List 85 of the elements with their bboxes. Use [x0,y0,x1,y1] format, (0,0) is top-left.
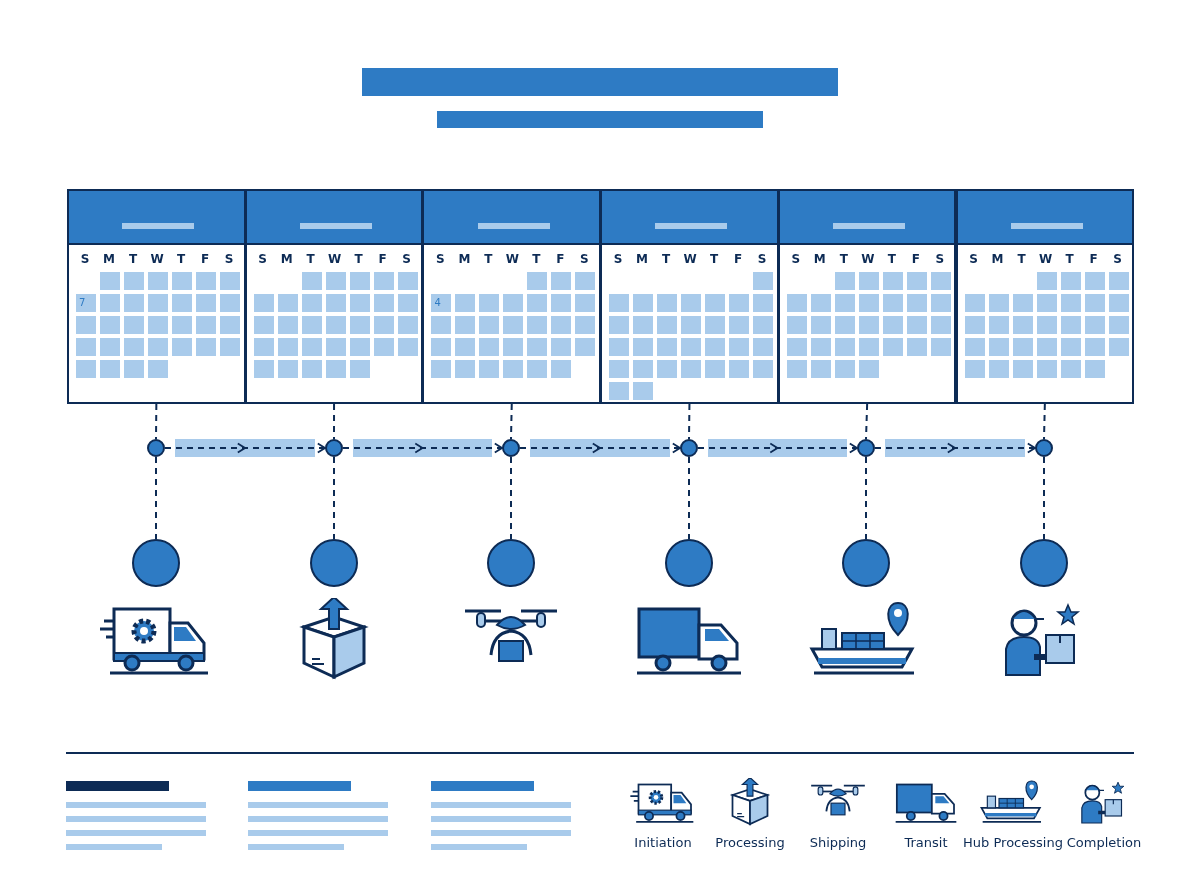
dashed-connector [1043,456,1045,540]
weekday-letter: T [709,252,720,266]
calendar-card [777,189,957,404]
calendar-card [600,189,779,404]
weekday-letter: M [812,252,827,266]
weekday-letter: T [531,252,542,266]
calendar-card [422,189,602,404]
dashed-arrow [342,442,503,454]
stage-circle [842,539,890,587]
weekday-letter: M [635,252,650,266]
weekday-letter: M [102,252,116,266]
weekday-letter: F [910,252,921,266]
weekday-letter: W [327,252,343,266]
dashed-arrow [697,442,858,454]
dashed-connector [865,456,867,540]
legend-label: Shipping [809,835,867,850]
weekday-letter: W [1037,252,1054,266]
timeline-dot [680,439,698,457]
weekday-letter: F [377,252,388,266]
weekday-letter: S [79,252,91,266]
day-number-cell: 7 [76,294,96,312]
weekday-letter: M [990,252,1005,266]
stage-circle [132,539,180,587]
legend-label: Processing [715,835,785,850]
weekday-letter: T [1064,252,1075,266]
weekday-letter: T [661,252,672,266]
weekday-letter: W [504,252,520,266]
timeline-dot [502,439,520,457]
timeline-dot [1035,439,1053,457]
weekday-letter: W [149,252,165,266]
weekday-letter: S [934,252,946,266]
stage-circle [487,539,535,587]
stage-circle [310,539,358,587]
weekday-letter: T [838,252,849,266]
weekday-letter: M [279,252,294,266]
legend-label: Hub Processing [963,835,1063,850]
dashed-connector [688,456,690,540]
timeline-dot [857,439,875,457]
legend-label: Initiation [634,835,692,850]
weekday-letter: S [612,252,624,266]
weekday-letter: W [860,252,876,266]
calendar-card [955,189,1135,404]
dashed-connector [155,456,157,540]
weekday-letter: S [968,252,979,266]
weekday-letter: T [483,252,494,266]
legend-label: Completion [1066,835,1142,850]
weekday-letter: W [682,252,698,266]
dashed-connector [333,403,336,440]
dashed-connector [155,403,158,440]
dashed-connector [510,403,513,440]
dashed-arrow [519,442,681,454]
dashed-connector [688,403,691,440]
weekday-letter: S [223,252,235,266]
weekday-letter: F [199,252,211,266]
dashed-arrow [874,442,1036,454]
timeline-dot [325,439,343,457]
weekday-letter: S [435,252,446,266]
weekday-letter: S [579,252,590,266]
weekday-letter: T [127,252,139,266]
weekday-letter: S [756,252,768,266]
weekday-letter: T [886,252,897,266]
weekday-letter: F [1088,252,1099,266]
legend-label: Transit [904,835,948,850]
weekday-letter: F [733,252,744,266]
weekday-letter: F [555,252,566,266]
stage-circle [1020,539,1068,587]
weekday-letter: S [1112,252,1123,266]
weekday-letter: S [790,252,802,266]
weekday-letter: S [401,252,412,266]
calendar-card [244,189,424,404]
day-number-cell: 4 [431,294,452,312]
weekday-letter: T [175,252,187,266]
weekday-letter: T [1016,252,1027,266]
weekday-letter: M [457,252,472,266]
dashed-connector [510,456,512,540]
dashed-connector [333,456,335,540]
timeline-dot [147,439,165,457]
stage-circle [665,539,713,587]
dashed-arrow [164,442,326,454]
weekday-letter: S [257,252,268,266]
weekday-letter: T [353,252,364,266]
calendar-card [67,189,246,404]
weekday-letter: T [305,252,316,266]
dashed-connector [865,403,869,440]
dashed-connector [1043,403,1046,440]
